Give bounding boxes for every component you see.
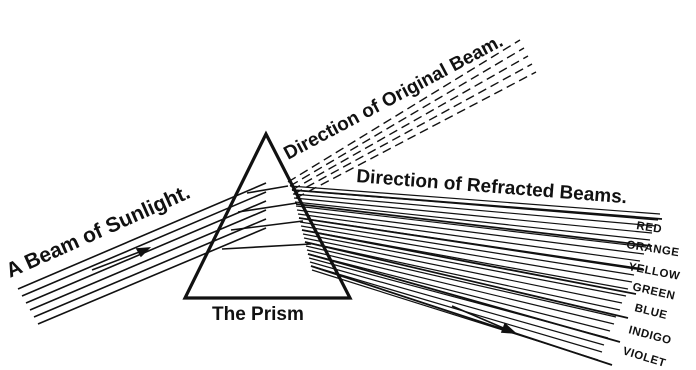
- label-refracted-beams: Direction of Refracted Beams.: [356, 166, 628, 208]
- spectrum-label-blue: BLUE: [633, 302, 668, 322]
- spectrum-label-violet: VIOLET: [621, 345, 667, 369]
- refracted-beams: [289, 185, 661, 361]
- label-the-prism: The Prism: [212, 304, 304, 325]
- original-beam-dashes: [287, 39, 537, 199]
- spectrum-label-yellow: YELLOW: [627, 261, 681, 283]
- label-original-beam: Direction of Original Beam.: [280, 31, 506, 165]
- prism-triangle: [182, 130, 353, 300]
- spectrum-label-red: RED: [636, 220, 663, 236]
- prism-internal-rays: [221, 185, 312, 250]
- spectrum-labels: RED ORANGE YELLOW GREEN BLUE INDIGO VIOL…: [621, 220, 681, 370]
- spectrum-label-indigo: INDIGO: [627, 324, 673, 347]
- incident-arrow: [91, 247, 152, 271]
- band-separators: [291, 189, 663, 366]
- spectrum-label-orange: ORANGE: [626, 239, 681, 259]
- spectrum-label-green: GREEN: [631, 281, 676, 302]
- refracted-arrow: [451, 305, 518, 334]
